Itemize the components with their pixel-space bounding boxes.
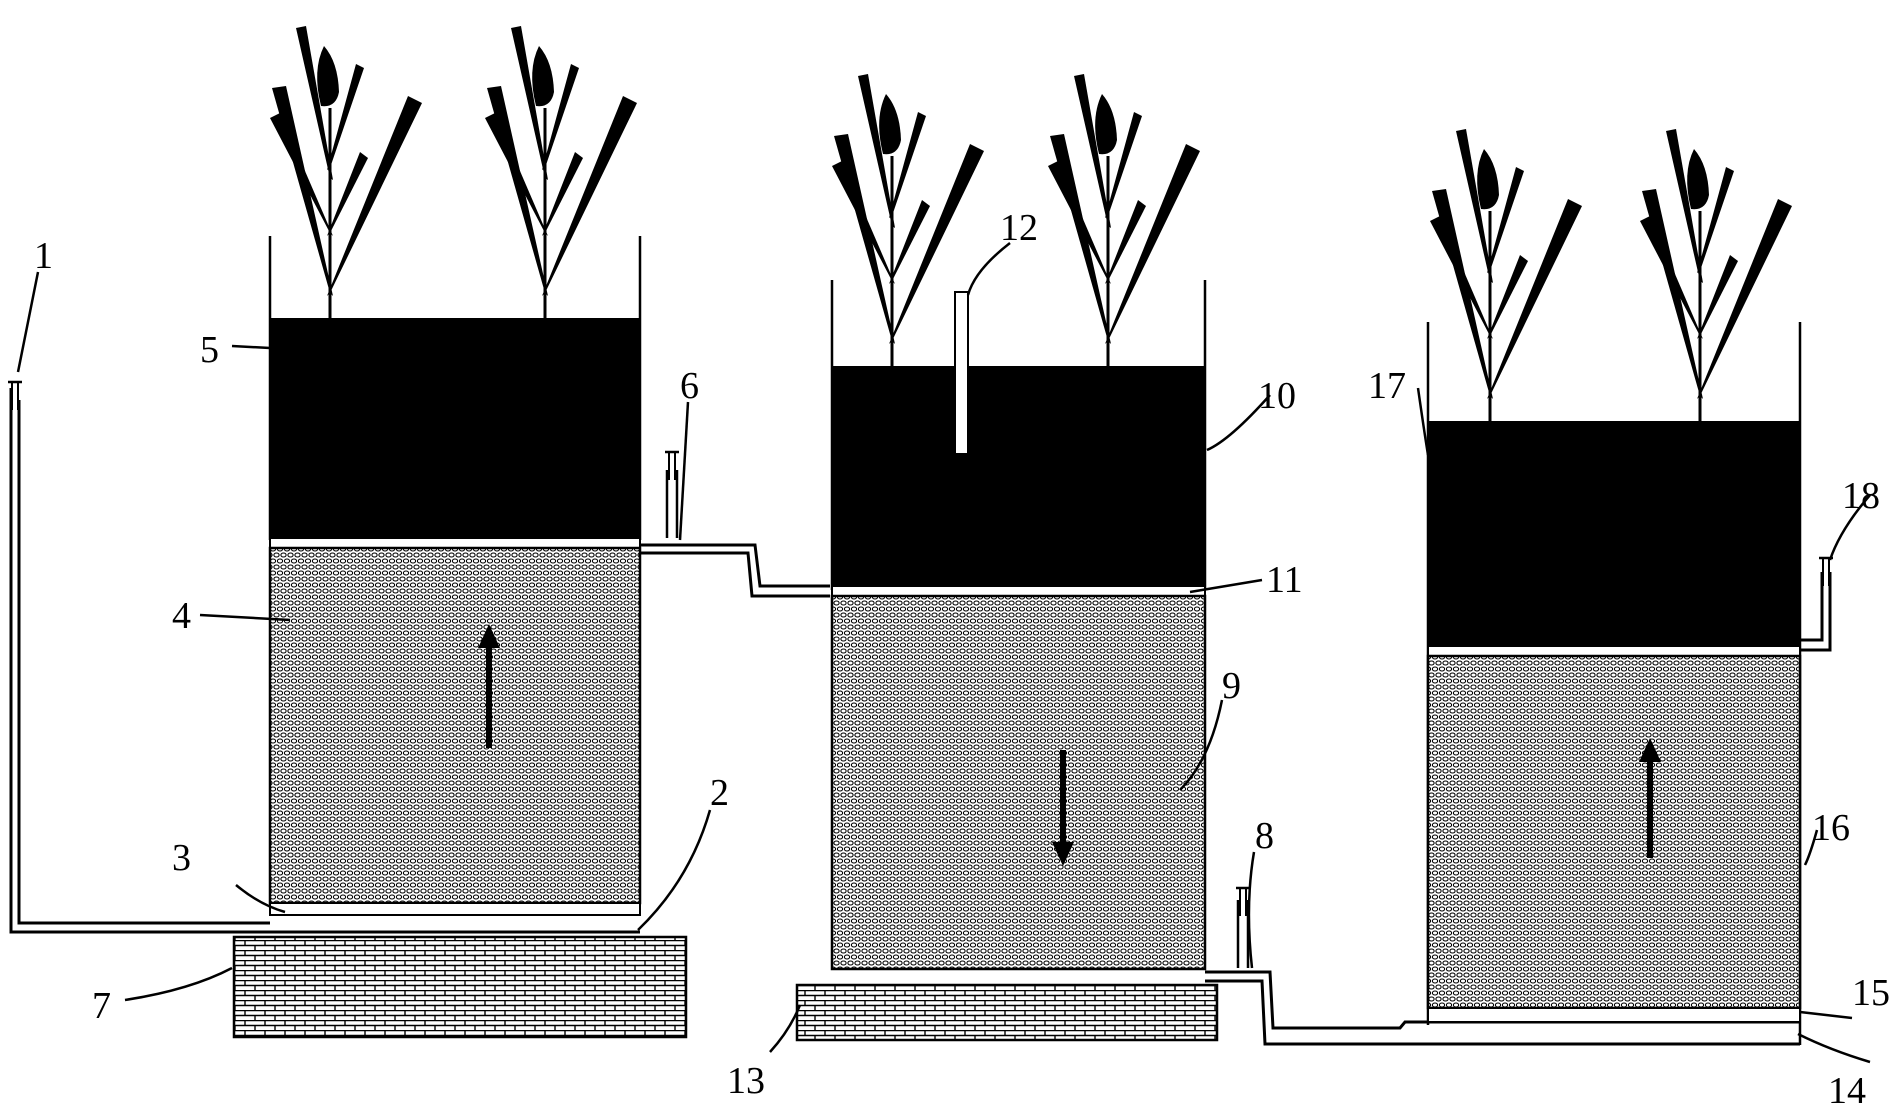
base-block-7 <box>232 935 688 1039</box>
tank-1-bottom-distribution-layer <box>269 902 641 916</box>
label-2: 2 <box>710 772 729 814</box>
outlet-pipe-18 <box>1800 556 1835 652</box>
reed-plant-icon <box>483 24 639 320</box>
reed-plant-icon <box>1638 127 1794 423</box>
tank-2-soil-layer <box>832 366 1205 586</box>
label-5: 5 <box>200 329 219 371</box>
label-7: 7 <box>92 985 111 1027</box>
base-block-13 <box>795 983 1219 1042</box>
label-8: 8 <box>1255 815 1274 857</box>
tank-3-separator-plate <box>1427 645 1801 657</box>
tank-3-bottom-distribution-layer <box>1427 1007 1801 1023</box>
connecting-pipe-6 <box>640 450 830 598</box>
label-14: 14 <box>1828 1070 1866 1112</box>
leader-lines <box>16 242 1871 1064</box>
tank-1-separator-plate <box>269 537 641 549</box>
reed-plant-icon <box>1428 127 1584 423</box>
tank-3-soil-layer <box>1428 421 1800 646</box>
inlet-pipe <box>6 380 640 934</box>
label-11: 11 <box>1266 559 1303 601</box>
reed-plant-icon <box>268 24 424 320</box>
label-17: 17 <box>1368 365 1406 407</box>
tank-3-gravel-layer <box>1426 654 1802 1010</box>
label-18: 18 <box>1842 475 1880 517</box>
label-10: 10 <box>1258 375 1296 417</box>
tank-2-aeration-tube <box>954 291 969 455</box>
tank-1 <box>268 24 642 916</box>
label-15: 15 <box>1852 972 1889 1014</box>
tank-2-gravel-layer <box>830 594 1207 971</box>
label-4: 4 <box>172 595 191 637</box>
number-labels: 1 2 3 4 5 6 7 8 9 10 11 12 13 14 15 16 1… <box>34 207 1889 1112</box>
label-9: 9 <box>1222 665 1241 707</box>
label-13: 13 <box>727 1060 765 1102</box>
tank-3 <box>1426 127 1802 1045</box>
tank-2-separator-plate <box>831 585 1206 597</box>
label-6: 6 <box>680 365 699 407</box>
arrow-down-icon <box>1052 750 1074 866</box>
tank-1-gravel-layer <box>268 546 642 905</box>
arrow-up-icon <box>478 624 500 748</box>
tank-1-soil-layer <box>270 318 640 538</box>
reed-plant-icon <box>1046 72 1202 368</box>
arrow-up-icon <box>1639 738 1661 858</box>
label-12: 12 <box>1000 207 1038 249</box>
tank-2 <box>830 72 1207 971</box>
label-3: 3 <box>172 837 191 879</box>
label-1: 1 <box>34 235 53 277</box>
label-16: 16 <box>1812 807 1850 849</box>
